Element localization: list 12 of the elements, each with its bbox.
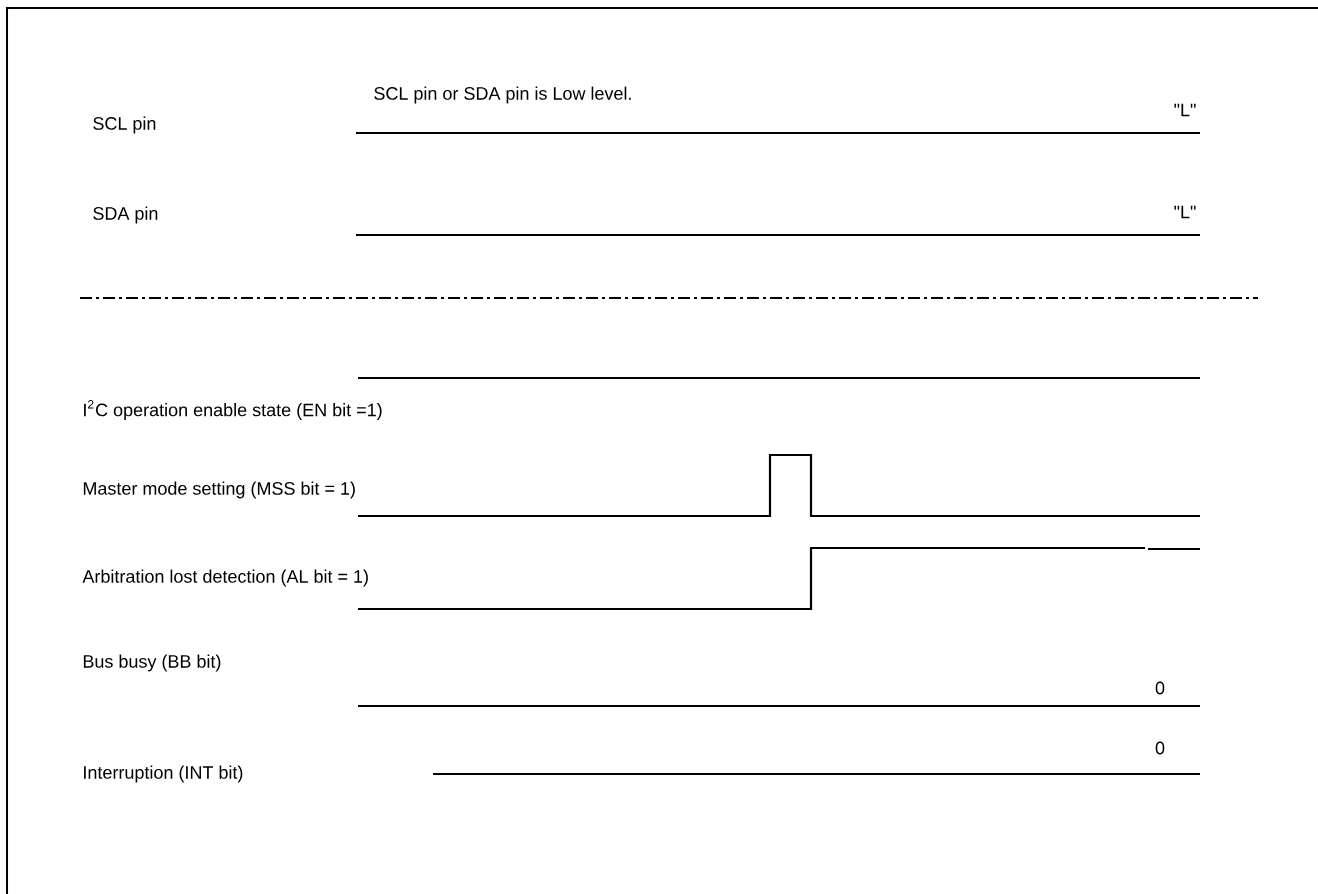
signal-label: I$^{2}$C operation enable state (EN bit =1) (84, 400, 382, 420)
signal-label: Bus busy (BB bit) (83, 654, 221, 672)
value-label: 0 (1155, 741, 1165, 755)
level-label: "L" (1174, 103, 1196, 117)
signal-label: Master mode setting (MSS bit = 1) (83, 481, 355, 499)
level-label: "L" (1174, 205, 1196, 219)
note: SCL pin or SDA pin is Low level. (374, 86, 631, 104)
signal-label: Interruption (INT bit) (84, 765, 243, 783)
signal-label: Arbitration lost detection (AL bit = 1) (82, 569, 368, 587)
value-label: 0 (1155, 681, 1165, 695)
signal-label: SCL pin (93, 116, 156, 134)
signal-label: SDA pin (93, 206, 158, 224)
